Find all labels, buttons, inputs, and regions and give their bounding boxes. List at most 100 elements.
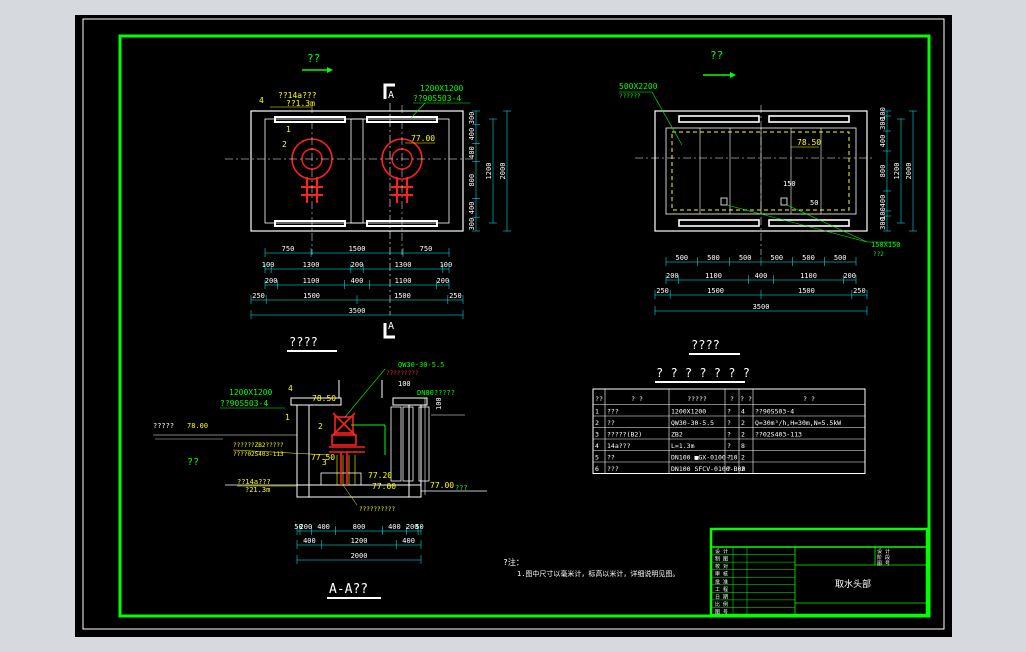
table-header-cell: ? ? xyxy=(631,395,643,403)
plan-right-bot-cover-a xyxy=(678,219,760,227)
table-cell: 2 xyxy=(741,465,745,473)
section-ground-label: ?? xyxy=(187,457,199,468)
notes: ?注： 1.图中尺寸以毫米计，标高以米计，详细说明见图。 xyxy=(503,557,679,578)
table-cell: 1200X1200 xyxy=(671,408,706,416)
section-outlet: DN80????? xyxy=(417,389,455,397)
table-cell: DN100 SFCV-0100-B00 xyxy=(671,465,745,473)
plan-left-ladder-len: ??1.3m xyxy=(286,99,315,108)
pl-dim3-label: 200 xyxy=(437,277,450,285)
plan-right-vent-size: 150X150 xyxy=(871,241,901,249)
section-pump-note: ????????? xyxy=(386,370,419,377)
pl-vdim-label: 300 xyxy=(468,218,476,231)
outer-frame xyxy=(82,18,945,630)
flow-arrow-right xyxy=(730,72,736,78)
pl-vdim-mid-label: 1200 xyxy=(485,163,493,180)
pl-dim4-label: 250 xyxy=(449,292,462,300)
sec-dim-total-label: 2000 xyxy=(351,552,368,560)
pr-dim2-label: 1100 xyxy=(800,272,817,280)
table-cell: 2 xyxy=(741,431,745,439)
sec-dim2-label: 400 xyxy=(303,537,316,545)
title-block: 设 计制 图校 对审 核批 准工 程日 期比 例图 号设 计阶 段图 号 xyxy=(709,527,929,617)
section-pump-model: QW30-30-5.5 xyxy=(398,361,444,369)
notes-line1: 1.图中尺寸以毫米计，标高以米计，详细说明见图。 xyxy=(517,569,679,578)
table-border xyxy=(592,388,866,474)
section-marker-bottom xyxy=(383,323,395,339)
plan-right-top-cover-a xyxy=(678,115,760,123)
plan-right-small-dim-50: 50 xyxy=(810,199,818,207)
pl-vdim-out-label: 2000 xyxy=(499,163,507,180)
pl-dim-total-label: 3500 xyxy=(349,307,366,315)
section-level-top: 78.50 xyxy=(312,394,336,403)
section-ladder-level: ?21.3m xyxy=(245,486,270,494)
table-cell: 1 xyxy=(595,408,599,416)
pr-vdim-label: 400 xyxy=(879,195,887,208)
pr-dim-total-label: 3500 xyxy=(753,303,770,311)
plan-right-hatch-size: 500X2200 xyxy=(619,82,658,91)
section-pump-base: ?????????? xyxy=(359,506,396,513)
pl-dim3-label: 400 xyxy=(351,277,364,285)
section-slab-top-left xyxy=(290,397,342,406)
title-block-right-label: 图 号 xyxy=(877,561,890,567)
pr-vdim-label: 800 xyxy=(879,165,887,178)
title-block-right-label: 设 计 xyxy=(877,548,890,555)
section-marker-a-top: A xyxy=(388,90,394,101)
flow-label-right: ?? xyxy=(710,49,723,62)
table-cell: ? xyxy=(727,431,731,439)
plan-right-top-cover-b xyxy=(768,115,850,123)
table-header-cell: ? ? xyxy=(740,395,752,403)
vent-b xyxy=(780,197,788,206)
table-header-cell: ? ? xyxy=(803,395,815,403)
title-block-right-label: 阶 段 xyxy=(877,554,890,561)
section-level-mid: 77.50 xyxy=(311,453,335,462)
section-pump xyxy=(329,412,365,485)
pr-vdim-out-label: 2000 xyxy=(905,163,913,180)
pl-dim3-label: 1100 xyxy=(395,277,412,285)
plan-left-ladder-ref: ??14a??? xyxy=(278,91,317,100)
plan-right-title: ???? xyxy=(691,338,720,352)
section-pipe-note: ??????ZB2????? xyxy=(233,442,284,449)
pr-dim2-label: 1100 xyxy=(705,272,722,280)
table-cell: 4 xyxy=(741,408,745,416)
section-pit-size: 1200X1200 xyxy=(229,388,273,397)
table-header-cell: ?? xyxy=(595,395,603,403)
pl-dim4-label: 1500 xyxy=(303,292,320,300)
table-cell: ?? xyxy=(607,419,615,427)
table-cell: ??02S403-113 xyxy=(755,431,802,439)
pl-dim2-label: 1300 xyxy=(303,261,320,269)
notes-label: ?注： xyxy=(503,557,524,567)
pl-dim1-label: 750 xyxy=(420,245,433,253)
plan-left-pit-size: 1200X1200 xyxy=(420,84,464,93)
pl-dim3-label: 200 xyxy=(265,277,278,285)
plan-left-level: 77.00 xyxy=(411,134,435,143)
pr-dim1-label: 500 xyxy=(739,254,752,262)
table-cell: Q=30m³/h,H=30m,N=5.5kW xyxy=(755,419,841,427)
pr-dim2-label: 400 xyxy=(755,272,768,280)
section-ladder-ref: ??14a??? xyxy=(237,478,271,486)
table-cell: 2 xyxy=(741,454,745,462)
table-cell: ZB2 xyxy=(671,431,683,439)
table-cell: QW30-30-5.5 xyxy=(671,419,714,427)
pl-dim2-label: 200 xyxy=(351,261,364,269)
title-block-label: 校 对 xyxy=(715,563,728,570)
table-cell: 2 xyxy=(595,419,599,427)
plan-right-bot-cover-b xyxy=(768,219,850,227)
section-right-chamber-a xyxy=(390,406,402,482)
pl-dim1-label: 1500 xyxy=(349,245,366,253)
sec-dim2-label: 400 xyxy=(402,537,415,545)
section-level-low2: 77.00 xyxy=(372,482,396,491)
table-title: ? ? ? ? ? ? ? xyxy=(656,366,750,380)
drawing-sheet: ?? A A xyxy=(75,15,952,637)
section-slab-top-right xyxy=(392,397,428,406)
plan-left-num4: 4 xyxy=(259,96,264,105)
table-cell: ? xyxy=(727,419,731,427)
plan-left-num1: 1 xyxy=(286,125,291,134)
table-cell: 3 xyxy=(595,431,599,439)
section-water-level-label: ????? xyxy=(153,422,174,430)
section-aa: 1200X1200 ??90S503-4 4 78.50 1 2 3 ?????… xyxy=(153,361,487,599)
vent-a xyxy=(720,197,728,206)
pit-cover-top-left xyxy=(274,116,346,123)
title-block-label: 设 计 xyxy=(715,548,728,555)
pr-vdim-label: 100 xyxy=(879,207,887,220)
plan-right-hatch-note: ?????? xyxy=(619,93,641,100)
